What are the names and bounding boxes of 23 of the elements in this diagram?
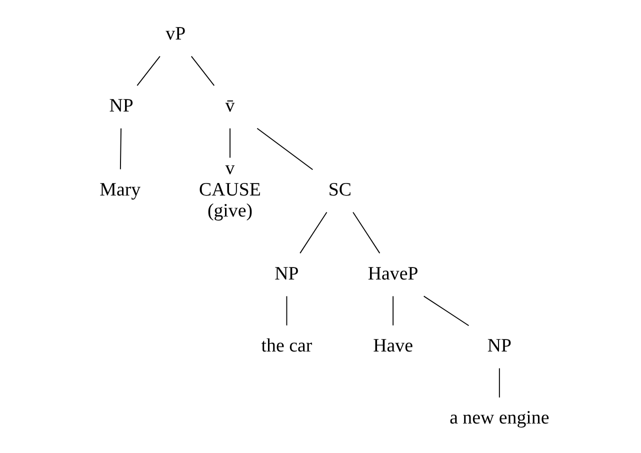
node-text: NP (486, 334, 511, 356)
connector (352, 211, 380, 254)
connector (136, 55, 160, 86)
node-text: HaveP (367, 262, 418, 284)
node-text: the car (260, 334, 312, 356)
connector (498, 367, 500, 398)
node-text: SC (328, 178, 351, 200)
node-text: v̄ (224, 95, 234, 116)
node-text: NP (108, 95, 133, 116)
connector (422, 295, 469, 326)
connector (256, 127, 313, 170)
connector (392, 295, 394, 326)
connector (286, 295, 287, 326)
connector (119, 127, 121, 170)
node-text: Have (372, 334, 413, 356)
node-text: vP (165, 22, 186, 44)
connector (229, 127, 230, 158)
node-text: v CAUSE (give) (198, 158, 260, 222)
node-text: a new engine (449, 406, 549, 428)
node-text: Mary (99, 178, 140, 200)
node-text: NP (274, 262, 298, 284)
connector (299, 211, 327, 254)
connector (190, 55, 214, 86)
